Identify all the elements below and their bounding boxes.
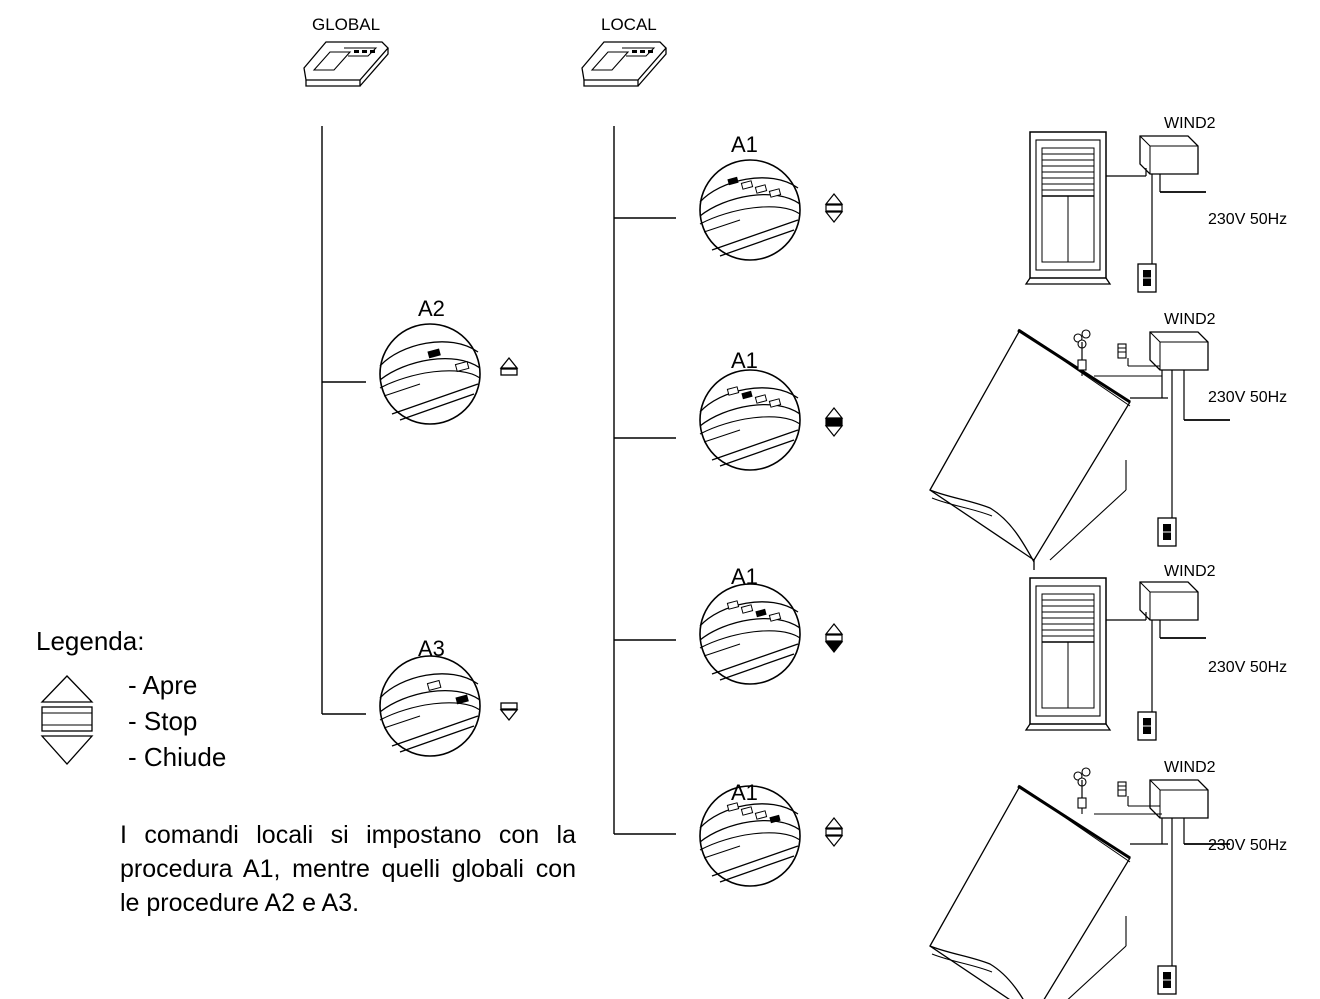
global-label: GLOBAL (312, 15, 381, 34)
remote-zoom-a3 (379, 655, 481, 757)
controller-label-3: WIND2 (1164, 563, 1216, 580)
remote-zoom-a1-4 (699, 785, 801, 887)
roller-shutter-1 (1025, 131, 1206, 293)
remote-zoom-a2 (379, 323, 481, 425)
rectangle-icon (41, 706, 93, 732)
open-stop-close-icon (824, 817, 844, 847)
power-label-4: 230V 50Hz (1208, 837, 1288, 854)
local-label: LOCAL (601, 15, 657, 34)
procedure-label-a1-4: A1 (731, 780, 758, 805)
triangle-down-icon (40, 735, 94, 765)
procedure-label-a3: A3 (418, 636, 445, 661)
legend-item-close: - Chiude (128, 742, 227, 772)
remote-zoom-a1-2 (699, 369, 801, 471)
close-icon (499, 702, 519, 722)
controller-label-1: WIND2 (1164, 115, 1216, 132)
remote-zoom-a1-1 (699, 159, 801, 261)
procedure-label-a1-1: A1 (731, 132, 758, 157)
awning-1 (928, 328, 1230, 572)
remote-zoom-a1-3 (699, 583, 801, 685)
procedure-label-a1-3: A1 (731, 564, 758, 589)
controller-label-4: WIND2 (1164, 759, 1216, 776)
power-label-3: 230V 50Hz (1208, 659, 1288, 676)
triangle-up-icon (40, 675, 94, 703)
procedure-label-a1-2: A1 (731, 348, 758, 373)
open-icon (499, 356, 519, 376)
power-label-2: 230V 50Hz (1208, 389, 1288, 406)
controller-label-2: WIND2 (1164, 311, 1216, 328)
local-remote-icon (581, 41, 667, 87)
legend-item-open: - Apre (128, 670, 198, 700)
power-label-1: 230V 50Hz (1208, 211, 1288, 228)
procedure-note: I comandi locali si impostano con la pro… (120, 821, 576, 917)
procedure-label-a2: A2 (418, 296, 445, 321)
open-stop-close-icon (824, 623, 844, 653)
open-stop-close-icon (824, 407, 844, 437)
roller-shutter-2 (1025, 577, 1206, 741)
global-remote-icon (303, 41, 389, 87)
awning-2 (928, 767, 1230, 999)
legend-title: Legenda: (36, 626, 145, 656)
legend-item-stop: - Stop (128, 706, 198, 736)
open-stop-close-icon (824, 193, 844, 223)
